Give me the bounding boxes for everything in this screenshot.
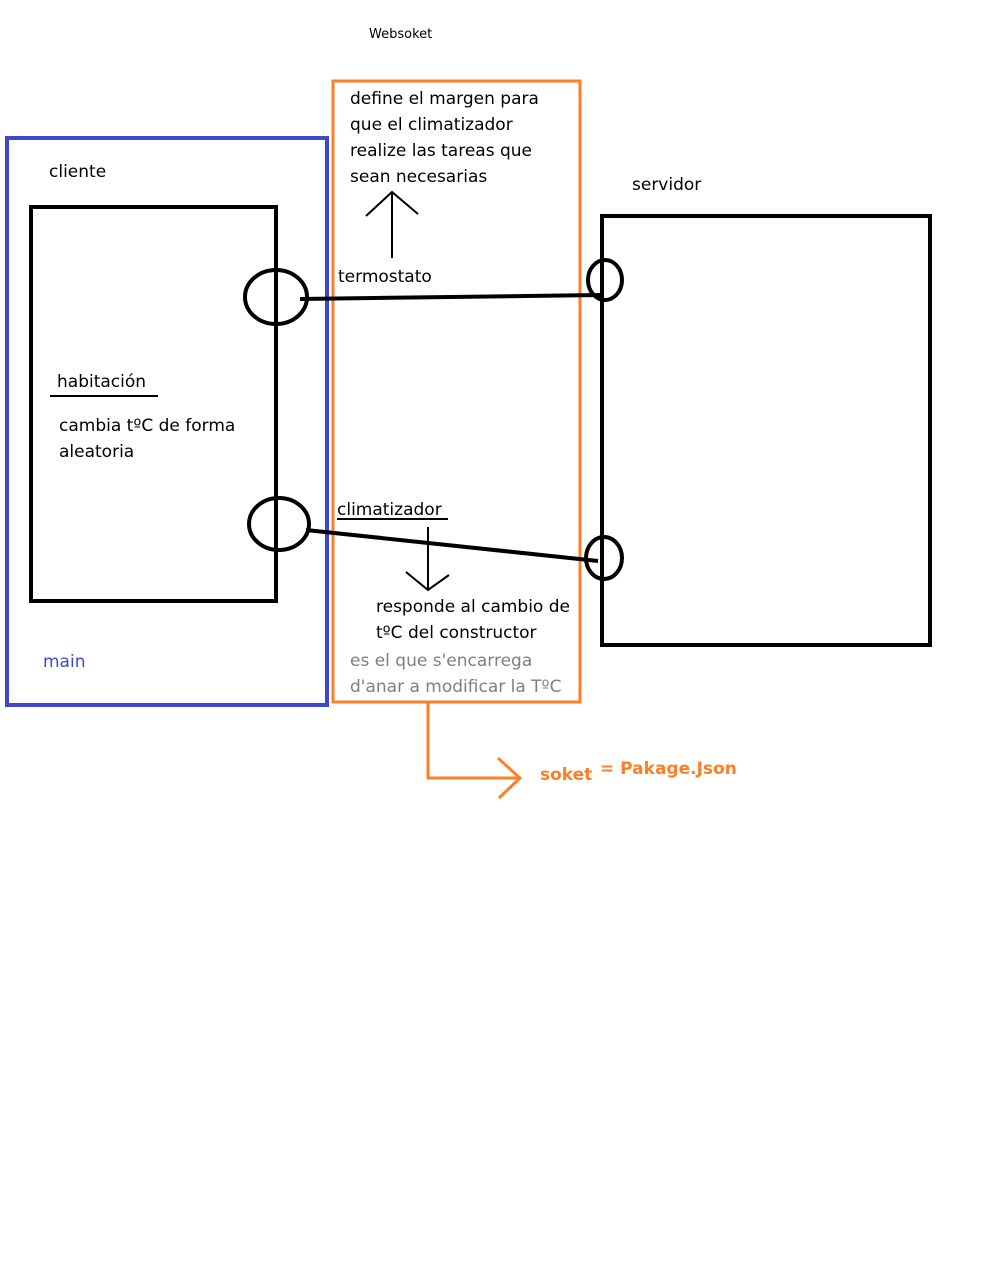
top-note-line1: define el margen para (350, 89, 539, 109)
up-arrow-head (365, 190, 419, 217)
room-label: habitación (57, 372, 147, 392)
main-label: main (43, 652, 86, 672)
client-label: cliente (49, 162, 107, 182)
server-label: servidor (632, 175, 702, 195)
climatizer-connection (305, 528, 599, 563)
socket-arrow-line (426, 703, 518, 780)
socket-label: soket (540, 765, 593, 785)
client-climatizer-port (247, 496, 311, 552)
thermostat-connection (299, 293, 601, 301)
climatizer-label: climatizador (337, 500, 442, 520)
top-note-line3: realize las tareas que (350, 141, 532, 161)
main-box (5, 136, 329, 707)
diagram-title: Websoket (369, 27, 433, 42)
socket-arrow-head (496, 756, 523, 800)
client-box (29, 205, 278, 603)
thermostat-label: termostato (338, 267, 432, 287)
server-box (600, 214, 932, 647)
websocket-box (331, 79, 582, 704)
response-line2: tºC del constructor (376, 623, 537, 643)
note-line1: es el que s'encarrega (350, 651, 533, 671)
down-arrow-head (405, 571, 450, 592)
socket-equals-label: = Pakage.Json (600, 759, 737, 779)
response-line1: responde al cambio de (376, 597, 570, 617)
server-thermostat-port (586, 258, 624, 302)
top-note-line4: sean necesarias (350, 167, 488, 187)
top-note-line2: que el climatizador (350, 115, 513, 135)
room-desc-line2: aleatoria (59, 442, 135, 462)
note-line2: d'anar a modificar la TºC (350, 677, 562, 697)
room-desc-line1: cambia tºC de forma (59, 416, 236, 436)
